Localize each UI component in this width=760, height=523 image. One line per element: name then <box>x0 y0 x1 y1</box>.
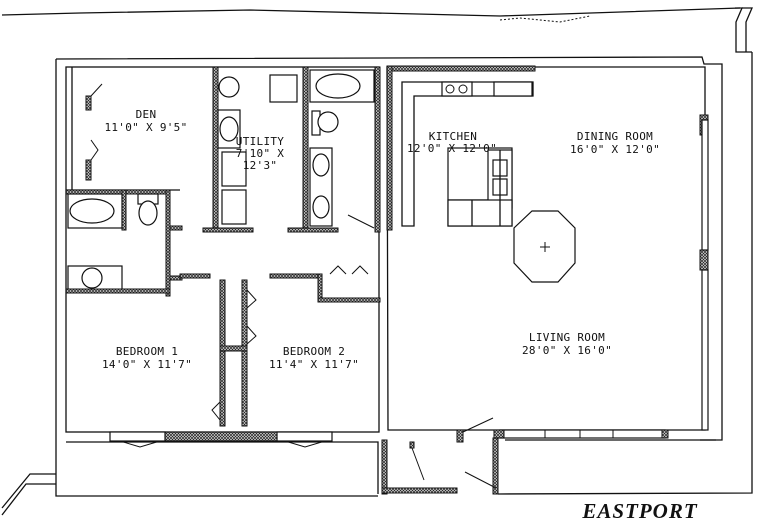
living-dimensions: 28'0" X 16'0" <box>522 344 612 357</box>
utility-dimensions-line2: 12'3" <box>243 159 278 172</box>
sun-porch <box>66 439 716 494</box>
plan-title: EASTPORT <box>581 499 698 523</box>
dining-dimensions: 16'0" X 12'0" <box>570 143 660 156</box>
living-label: LIVING ROOM <box>529 331 605 344</box>
south-windows <box>109 119 709 448</box>
outer-envelope <box>1 52 753 516</box>
bedroom1-dimensions: 14'0" X 11'7" <box>102 358 192 371</box>
kitchen-label: KITCHEN <box>429 130 477 143</box>
terrain-line <box>1 7 753 53</box>
entry-vestibule <box>381 417 499 495</box>
bedroom-closets <box>179 265 381 427</box>
den-room: DEN 11'0" X 9'5" <box>66 67 187 191</box>
utility-label: UTILITY <box>236 135 285 148</box>
kitchen-room: KITCHEN 12'0" X 12'0" <box>401 81 534 227</box>
utility-dimensions-line1: 7'10" X <box>236 147 285 160</box>
bedroom1-label: BEDROOM 1 <box>116 345 178 358</box>
master-bath <box>309 66 381 233</box>
dining-label: DINING ROOM <box>577 130 653 143</box>
kitchen-dimensions: 12'0" X 12'0" <box>407 142 497 155</box>
bedroom2-dimensions: 11'4" X 11'7" <box>269 358 359 371</box>
dining-room: DINING ROOM 16'0" X 12'0" <box>513 130 660 283</box>
utility-room: UTILITY 7'10" X 12'3" <box>202 66 339 233</box>
den-dimensions: 11'0" X 9'5" <box>104 121 187 134</box>
bedroom2-label: BEDROOM 2 <box>283 345 345 358</box>
bath-left <box>65 189 183 297</box>
den-label: DEN <box>136 108 157 121</box>
